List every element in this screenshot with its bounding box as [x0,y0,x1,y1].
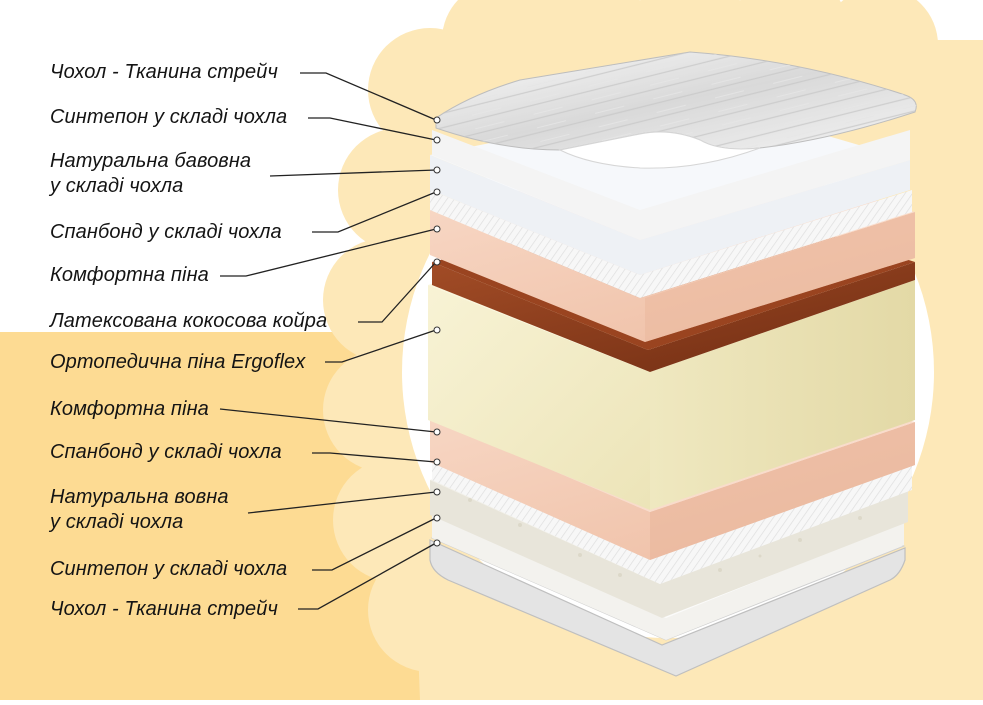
layer-cover-bottom [429,539,906,677]
layer-sintepon-top [432,130,910,240]
label-cover-top: Чохол - Тканина стрейч [50,60,278,85]
label-text: Натуральна бавовна [50,150,252,172]
leader-cover-top [300,72,437,121]
leader-sintepon-bottom [312,517,437,571]
label-text: Ортопедична піна Ergoflex [50,351,306,373]
label-text: Чохол - Тканина стрейч [50,61,278,83]
label-wool: Натуральна вовна у складі чохла [50,485,229,535]
label-text: Синтепон у складі чохла [50,106,288,128]
layer-cotton [430,155,910,275]
layer-ergoflex-side [650,280,915,510]
leader-cover-bottom [298,542,437,610]
label-text: у складі чохла [50,511,184,533]
label-sintepon-top: Синтепон у складі чохла [50,105,287,130]
label-text: у складі чохла [50,175,184,197]
layer-wool [430,480,908,618]
label-comfort-top: Комфортна піна [50,263,209,288]
leader-spunbond-bottom [312,452,437,463]
label-coir: Латексована кокосова койра [50,309,327,334]
layer-spunbond-top [430,190,912,298]
label-text: Спанбонд у складі чохла [50,441,282,463]
leader-wool [247,491,437,514]
leader-comfort-bottom [219,408,437,433]
label-text: Натуральна вовна [50,486,229,508]
label-text: Комфортна піна [50,264,209,286]
leader-coir [358,261,437,323]
label-spunbond-top: Спанбонд у складі чохла [50,220,282,245]
leader-ergoflex [325,329,437,363]
label-text: Чохол - Тканина стрейч [50,598,278,620]
label-cover-bottom: Чохол - Тканина стрейч [50,597,278,622]
layer-ergoflex-front [428,285,650,510]
cover-peel-flap [558,131,761,169]
leader-cotton [269,169,437,177]
label-ergoflex: Ортопедична піна Ergoflex [50,350,305,375]
leader-comfort-top [220,228,437,277]
leader-spunbond-top [312,191,437,233]
leader-sintepon-top [308,117,437,141]
label-text: Латексована кокосова койра [50,310,328,332]
label-sintepon-bottom: Синтепон у складі чохла [50,557,287,582]
leader-lines [219,72,437,610]
leader-dots [433,116,441,547]
label-text: Комфортна піна [50,398,209,420]
layer-spunbond-bottom [432,455,912,584]
label-cotton: Натуральна бавовна у складі чохла [50,149,251,199]
label-spunbond-bottom: Спанбонд у складі чохла [50,440,282,465]
label-text: Спанбонд у складі чохла [50,221,282,243]
layer-coir [432,262,915,372]
label-text: Синтепон у складі чохла [50,558,288,580]
label-comfort-bottom: Комфортна піна [50,397,209,422]
layer-sintepon-bottom [432,515,904,640]
